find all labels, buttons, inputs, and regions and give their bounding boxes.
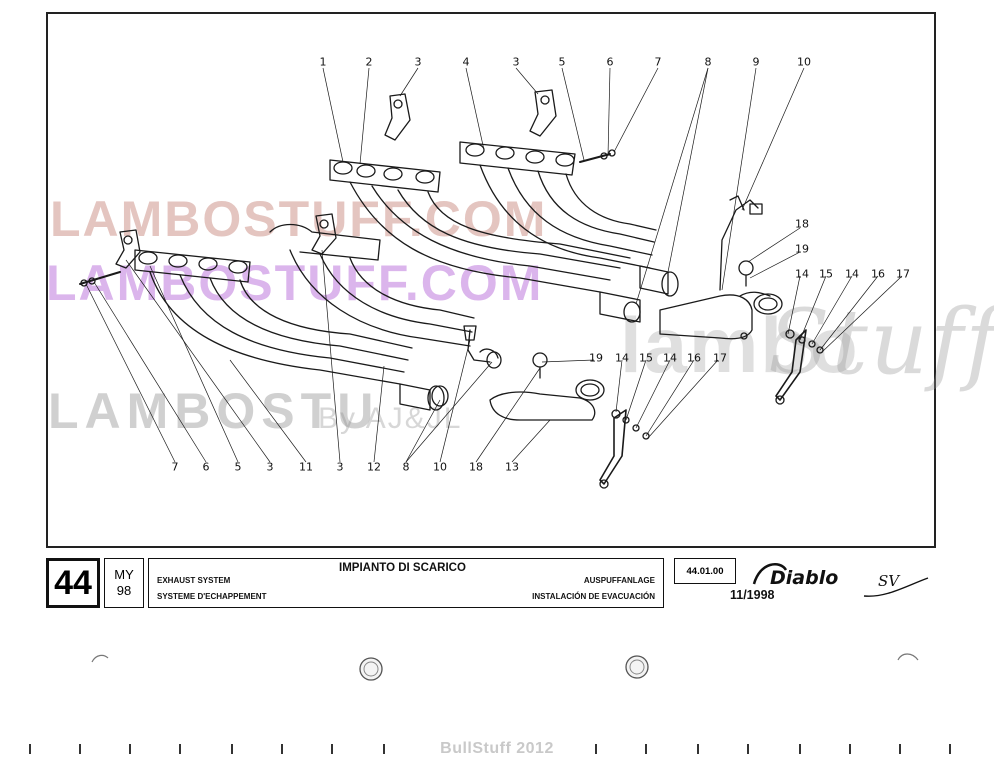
callout-7: 7: [654, 55, 662, 69]
diagram-frame: [46, 12, 936, 548]
model-label: MY: [114, 566, 134, 582]
callout-8: 8: [704, 55, 712, 69]
callout-bottom-8: 8: [402, 460, 410, 474]
footer-tick-marks: [29, 744, 951, 754]
callout-mid-19: 19: [589, 351, 603, 365]
callout-10: 10: [797, 55, 811, 69]
bracket-lower-left: [115, 229, 141, 269]
corner-mark-right-icon: [897, 653, 919, 661]
diablo-logo: Diablo SV: [752, 562, 929, 597]
callout-3b: 3: [512, 55, 520, 69]
callout-bottom-12: 12: [367, 460, 381, 474]
manifold-upper-left: [329, 159, 641, 323]
callout-3: 3: [414, 55, 422, 69]
callout-right-14: 14: [795, 267, 809, 281]
callout-right-19: 19: [795, 242, 809, 256]
section-code: 44.01.00: [674, 558, 736, 584]
callout-1: 1: [319, 55, 327, 69]
watermark-tertiary: LAMBOSTU: [48, 383, 380, 439]
callout-right-16: 16: [871, 267, 885, 281]
callout-right-15: 15: [819, 267, 833, 281]
punch-hole-right-icon: [625, 655, 649, 679]
watermark-stuff-script: Stuff: [768, 290, 994, 395]
callout-right-18: 18: [795, 217, 809, 231]
callout-bottom-11: 11: [299, 460, 313, 474]
page-number: 44: [46, 558, 100, 608]
callout-2: 2: [365, 55, 373, 69]
callout-bottom-7: 7: [171, 460, 179, 474]
callout-bottom-13: 13: [505, 460, 519, 474]
title-german: AUSPUFFANLAGE: [583, 576, 655, 585]
callout-right-14b: 14: [845, 267, 859, 281]
callout-mid-14b: 14: [663, 351, 677, 365]
footer-credit: BullStuff 2012: [440, 740, 554, 757]
callout-4: 4: [462, 55, 470, 69]
title-box: IMPIANTO DI SCARICO EXHAUST SYSTEM SYSTE…: [148, 558, 664, 608]
callout-5: 5: [558, 55, 566, 69]
model-year-box: MY 98: [104, 558, 144, 608]
callout-bottom-10: 10: [433, 460, 447, 474]
watermark-tagline: By AJ&JL: [318, 402, 463, 435]
title-italian: IMPIANTO DI SCARICO: [339, 562, 466, 574]
corner-mark-left-icon: [91, 654, 109, 663]
callout-mid-15: 15: [639, 351, 653, 365]
callout-bottom-6: 6: [202, 460, 210, 474]
title-english: EXHAUST SYSTEM: [157, 576, 231, 585]
callout-mid-16: 16: [687, 351, 701, 365]
title-block: 44 MY 98 IMPIANTO DI SCARICO EXHAUST SYS…: [46, 556, 936, 608]
collector-middle: [489, 352, 605, 421]
bracket-upper-right: [529, 89, 557, 137]
manifold-upper-right: [459, 141, 679, 297]
watermark-primary: LAMBOSTUFF.COM: [50, 191, 548, 247]
callout-mid-14: 14: [615, 351, 629, 365]
callout-9: 9: [752, 55, 760, 69]
callout-mid-17: 17: [713, 351, 727, 365]
callout-bottom-3: 3: [266, 460, 274, 474]
title-spanish: INSTALACIÓN DE EVACUACIÓN: [532, 592, 655, 601]
title-french: SYSTEME D'ECHAPPEMENT: [157, 592, 267, 601]
logo-text: Diablo: [770, 567, 838, 589]
model-year: 98: [116, 583, 132, 598]
manifold-lower-left: [134, 249, 445, 411]
callout-bottom-5: 5: [234, 460, 242, 474]
callout-right-17: 17: [896, 267, 910, 281]
callout-bottom-18: 18: [469, 460, 483, 474]
manifold-lower-middle: [269, 223, 475, 347]
exhaust-diagram: [79, 67, 903, 489]
revision-date: 11/1998: [730, 588, 775, 602]
punch-hole-left-icon: [359, 657, 383, 681]
callout-6: 6: [606, 55, 614, 69]
logo-suffix: SV: [878, 572, 901, 590]
callout-bottom-3b: 3: [336, 460, 344, 474]
collector-right: [659, 260, 783, 340]
bracket-upper-left: [384, 93, 411, 141]
